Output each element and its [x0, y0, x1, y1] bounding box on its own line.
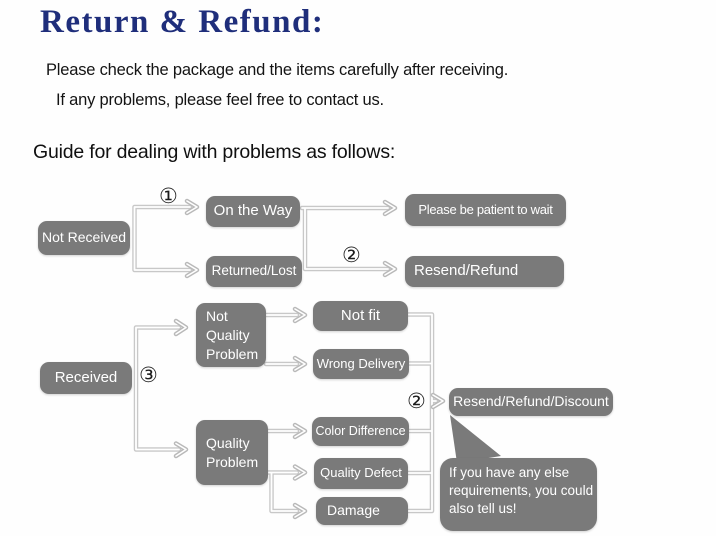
note-bubble: If you have any else requirements, you c…: [440, 458, 597, 531]
intro-line-2: If any problems, please feel free to con…: [56, 91, 384, 109]
page-title: Return & Refund:: [40, 4, 325, 40]
box-color-difference: Color Difference: [312, 417, 409, 446]
box-resend-refund: Resend/Refund: [405, 256, 564, 287]
box-wrong-delivery: Wrong Delivery: [313, 349, 409, 379]
box-returned-lost: Returned/Lost: [206, 256, 302, 287]
bubble-tail: [450, 415, 501, 463]
box-quality-problem: Quality Problem: [196, 420, 268, 485]
box-resend-refund-discount: Resend/Refund/Discount: [449, 388, 613, 416]
marker-step2-top: ②: [342, 244, 361, 267]
guide-heading: Guide for dealing with problems as follo…: [33, 141, 396, 163]
box-not-quality-problem: Not Quality Problem: [196, 303, 266, 367]
box-damage: Damage: [316, 497, 408, 525]
intro-line-1: Please check the package and the items c…: [46, 61, 509, 79]
box-on-the-way: On the Way: [206, 196, 300, 227]
marker-step3: ③: [139, 364, 158, 387]
box-received: Received: [40, 362, 132, 394]
marker-step2-bottom: ②: [407, 390, 426, 413]
box-not-fit: Not fit: [313, 301, 408, 331]
marker-step1: ①: [159, 185, 178, 208]
box-not-received: Not Received: [38, 221, 130, 255]
box-please-be-patient: Please be patient to wait: [405, 194, 566, 226]
box-quality-defect: Quality Defect: [314, 458, 408, 489]
